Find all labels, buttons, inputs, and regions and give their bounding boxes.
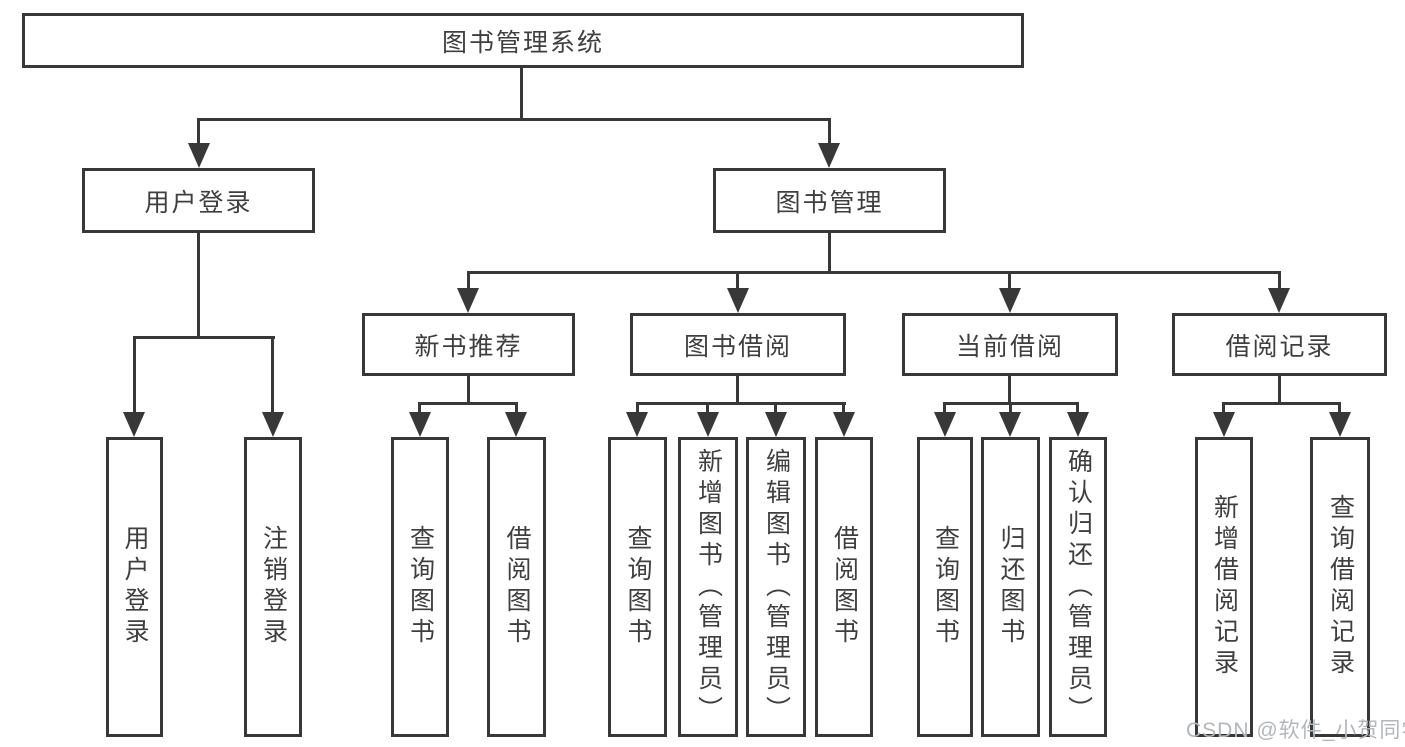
leaf-current-query-books: 查询图书 bbox=[917, 437, 973, 737]
leaf-borrow-query-books-label: 查询图书 bbox=[624, 525, 652, 649]
connector-line bbox=[418, 402, 421, 414]
connector-line bbox=[1076, 402, 1079, 414]
connector-line bbox=[1338, 402, 1341, 414]
leaf-current-query-books-label: 查询图书 bbox=[931, 525, 960, 649]
connector-line bbox=[520, 68, 523, 120]
connector-line bbox=[1008, 271, 1011, 291]
arrow-down-icon bbox=[765, 412, 787, 437]
connector-line bbox=[271, 336, 274, 415]
node-borrow-records: 借阅记录 bbox=[1172, 313, 1387, 376]
connector-line bbox=[1009, 402, 1012, 414]
connector-line bbox=[467, 376, 470, 405]
leaf-newrec-borrow-books-label: 借阅图书 bbox=[503, 525, 531, 649]
connector-line bbox=[774, 402, 777, 414]
leaf-borrow-edit-books-label: 编辑图书（管理员） bbox=[762, 447, 791, 727]
connector-line bbox=[706, 402, 709, 414]
node-user-login: 用户登录 bbox=[82, 168, 315, 233]
arrow-down-icon bbox=[1213, 412, 1235, 437]
arrow-down-icon bbox=[934, 412, 956, 437]
connector-line bbox=[197, 118, 831, 121]
arrow-down-icon bbox=[818, 143, 840, 168]
node-root-label: 图书管理系统 bbox=[441, 28, 604, 57]
node-root: 图书管理系统 bbox=[22, 13, 1024, 68]
leaf-borrow-edit-books: 编辑图书（管理员） bbox=[746, 437, 806, 737]
node-current-borrow-label: 当前借阅 bbox=[955, 332, 1064, 361]
leaf-records-query-record: 查询借阅记录 bbox=[1310, 437, 1370, 737]
connector-line bbox=[1008, 376, 1011, 405]
connector-line bbox=[515, 402, 518, 414]
node-new-book-rec: 新书推荐 bbox=[362, 313, 575, 376]
connector-line bbox=[1278, 376, 1281, 405]
arrow-down-icon bbox=[697, 412, 719, 437]
connector-line bbox=[467, 271, 1281, 274]
leaf-records-add-record-label: 新增借阅记录 bbox=[1210, 494, 1239, 680]
connector-line bbox=[828, 233, 831, 274]
connector-line bbox=[197, 118, 200, 148]
leaf-user-login-label: 用户登录 bbox=[121, 525, 149, 649]
connector-line bbox=[418, 402, 518, 405]
leaf-borrow-add-books: 新增图书（管理员） bbox=[678, 437, 738, 737]
leaf-newrec-query-books-label: 查询图书 bbox=[406, 525, 435, 649]
arrow-down-icon bbox=[727, 288, 749, 313]
connector-line bbox=[828, 118, 831, 148]
connector-line bbox=[1278, 271, 1281, 291]
node-new-book-rec-label: 新书推荐 bbox=[414, 332, 523, 361]
arrow-down-icon bbox=[1329, 412, 1351, 437]
leaf-borrow-add-books-label: 新增图书（管理员） bbox=[694, 447, 723, 727]
leaf-newrec-borrow-books: 借阅图书 bbox=[487, 437, 546, 737]
leaf-current-return-books-label: 归还图书 bbox=[997, 525, 1025, 649]
connector-line bbox=[842, 402, 845, 414]
arrow-down-icon bbox=[505, 412, 527, 437]
csdn-watermark: CSDN @软件_小贺同学 bbox=[1186, 719, 1405, 742]
arrow-down-icon bbox=[409, 412, 431, 437]
leaf-user-login: 用户登录 bbox=[106, 437, 163, 737]
leaf-borrow-borrow-books-label: 借阅图书 bbox=[830, 525, 859, 649]
node-book-mgmt: 图书管理 bbox=[713, 168, 946, 233]
node-book-borrow: 图书借阅 bbox=[630, 313, 846, 376]
arrow-down-icon bbox=[457, 288, 479, 313]
connector-line bbox=[133, 336, 136, 415]
arrow-down-icon bbox=[1268, 288, 1290, 313]
arrow-down-icon bbox=[1067, 412, 1089, 437]
node-borrow-records-label: 借阅记录 bbox=[1225, 332, 1334, 361]
arrow-down-icon bbox=[999, 288, 1021, 313]
connector-line bbox=[1222, 402, 1225, 414]
leaf-logout: 注销登录 bbox=[244, 437, 302, 737]
connector-line bbox=[467, 271, 470, 291]
leaf-current-confirm-return: 确认归还（管理员） bbox=[1049, 437, 1107, 737]
connector-line bbox=[943, 402, 946, 414]
leaf-records-add-record: 新增借阅记录 bbox=[1195, 437, 1253, 737]
arrow-down-icon bbox=[188, 143, 210, 168]
connector-line bbox=[636, 402, 639, 414]
connector-line bbox=[736, 271, 739, 291]
node-book-mgmt-label: 图书管理 bbox=[775, 188, 884, 217]
connector-line bbox=[1222, 402, 1341, 405]
node-book-borrow-label: 图书借阅 bbox=[683, 332, 792, 361]
node-current-borrow: 当前借阅 bbox=[902, 313, 1118, 376]
leaf-borrow-borrow-books: 借阅图书 bbox=[815, 437, 873, 737]
connector-line bbox=[736, 376, 739, 405]
arrow-down-icon bbox=[999, 412, 1021, 437]
connector-line bbox=[636, 402, 846, 405]
node-user-login-label: 用户登录 bbox=[144, 188, 253, 217]
arrow-down-icon bbox=[833, 412, 855, 437]
arrow-down-icon bbox=[123, 412, 145, 437]
arrow-down-icon bbox=[262, 412, 284, 437]
arrow-down-icon bbox=[626, 412, 648, 437]
connector-line bbox=[133, 336, 275, 339]
leaf-newrec-query-books: 查询图书 bbox=[391, 437, 449, 737]
leaf-borrow-query-books: 查询图书 bbox=[608, 437, 667, 737]
leaf-logout-label: 注销登录 bbox=[259, 525, 288, 649]
leaf-current-confirm-return-label: 确认归还（管理员） bbox=[1064, 447, 1093, 727]
leaf-current-return-books: 归还图书 bbox=[981, 437, 1040, 737]
leaf-records-query-record-label: 查询借阅记录 bbox=[1326, 494, 1355, 680]
connector-line bbox=[197, 233, 200, 338]
